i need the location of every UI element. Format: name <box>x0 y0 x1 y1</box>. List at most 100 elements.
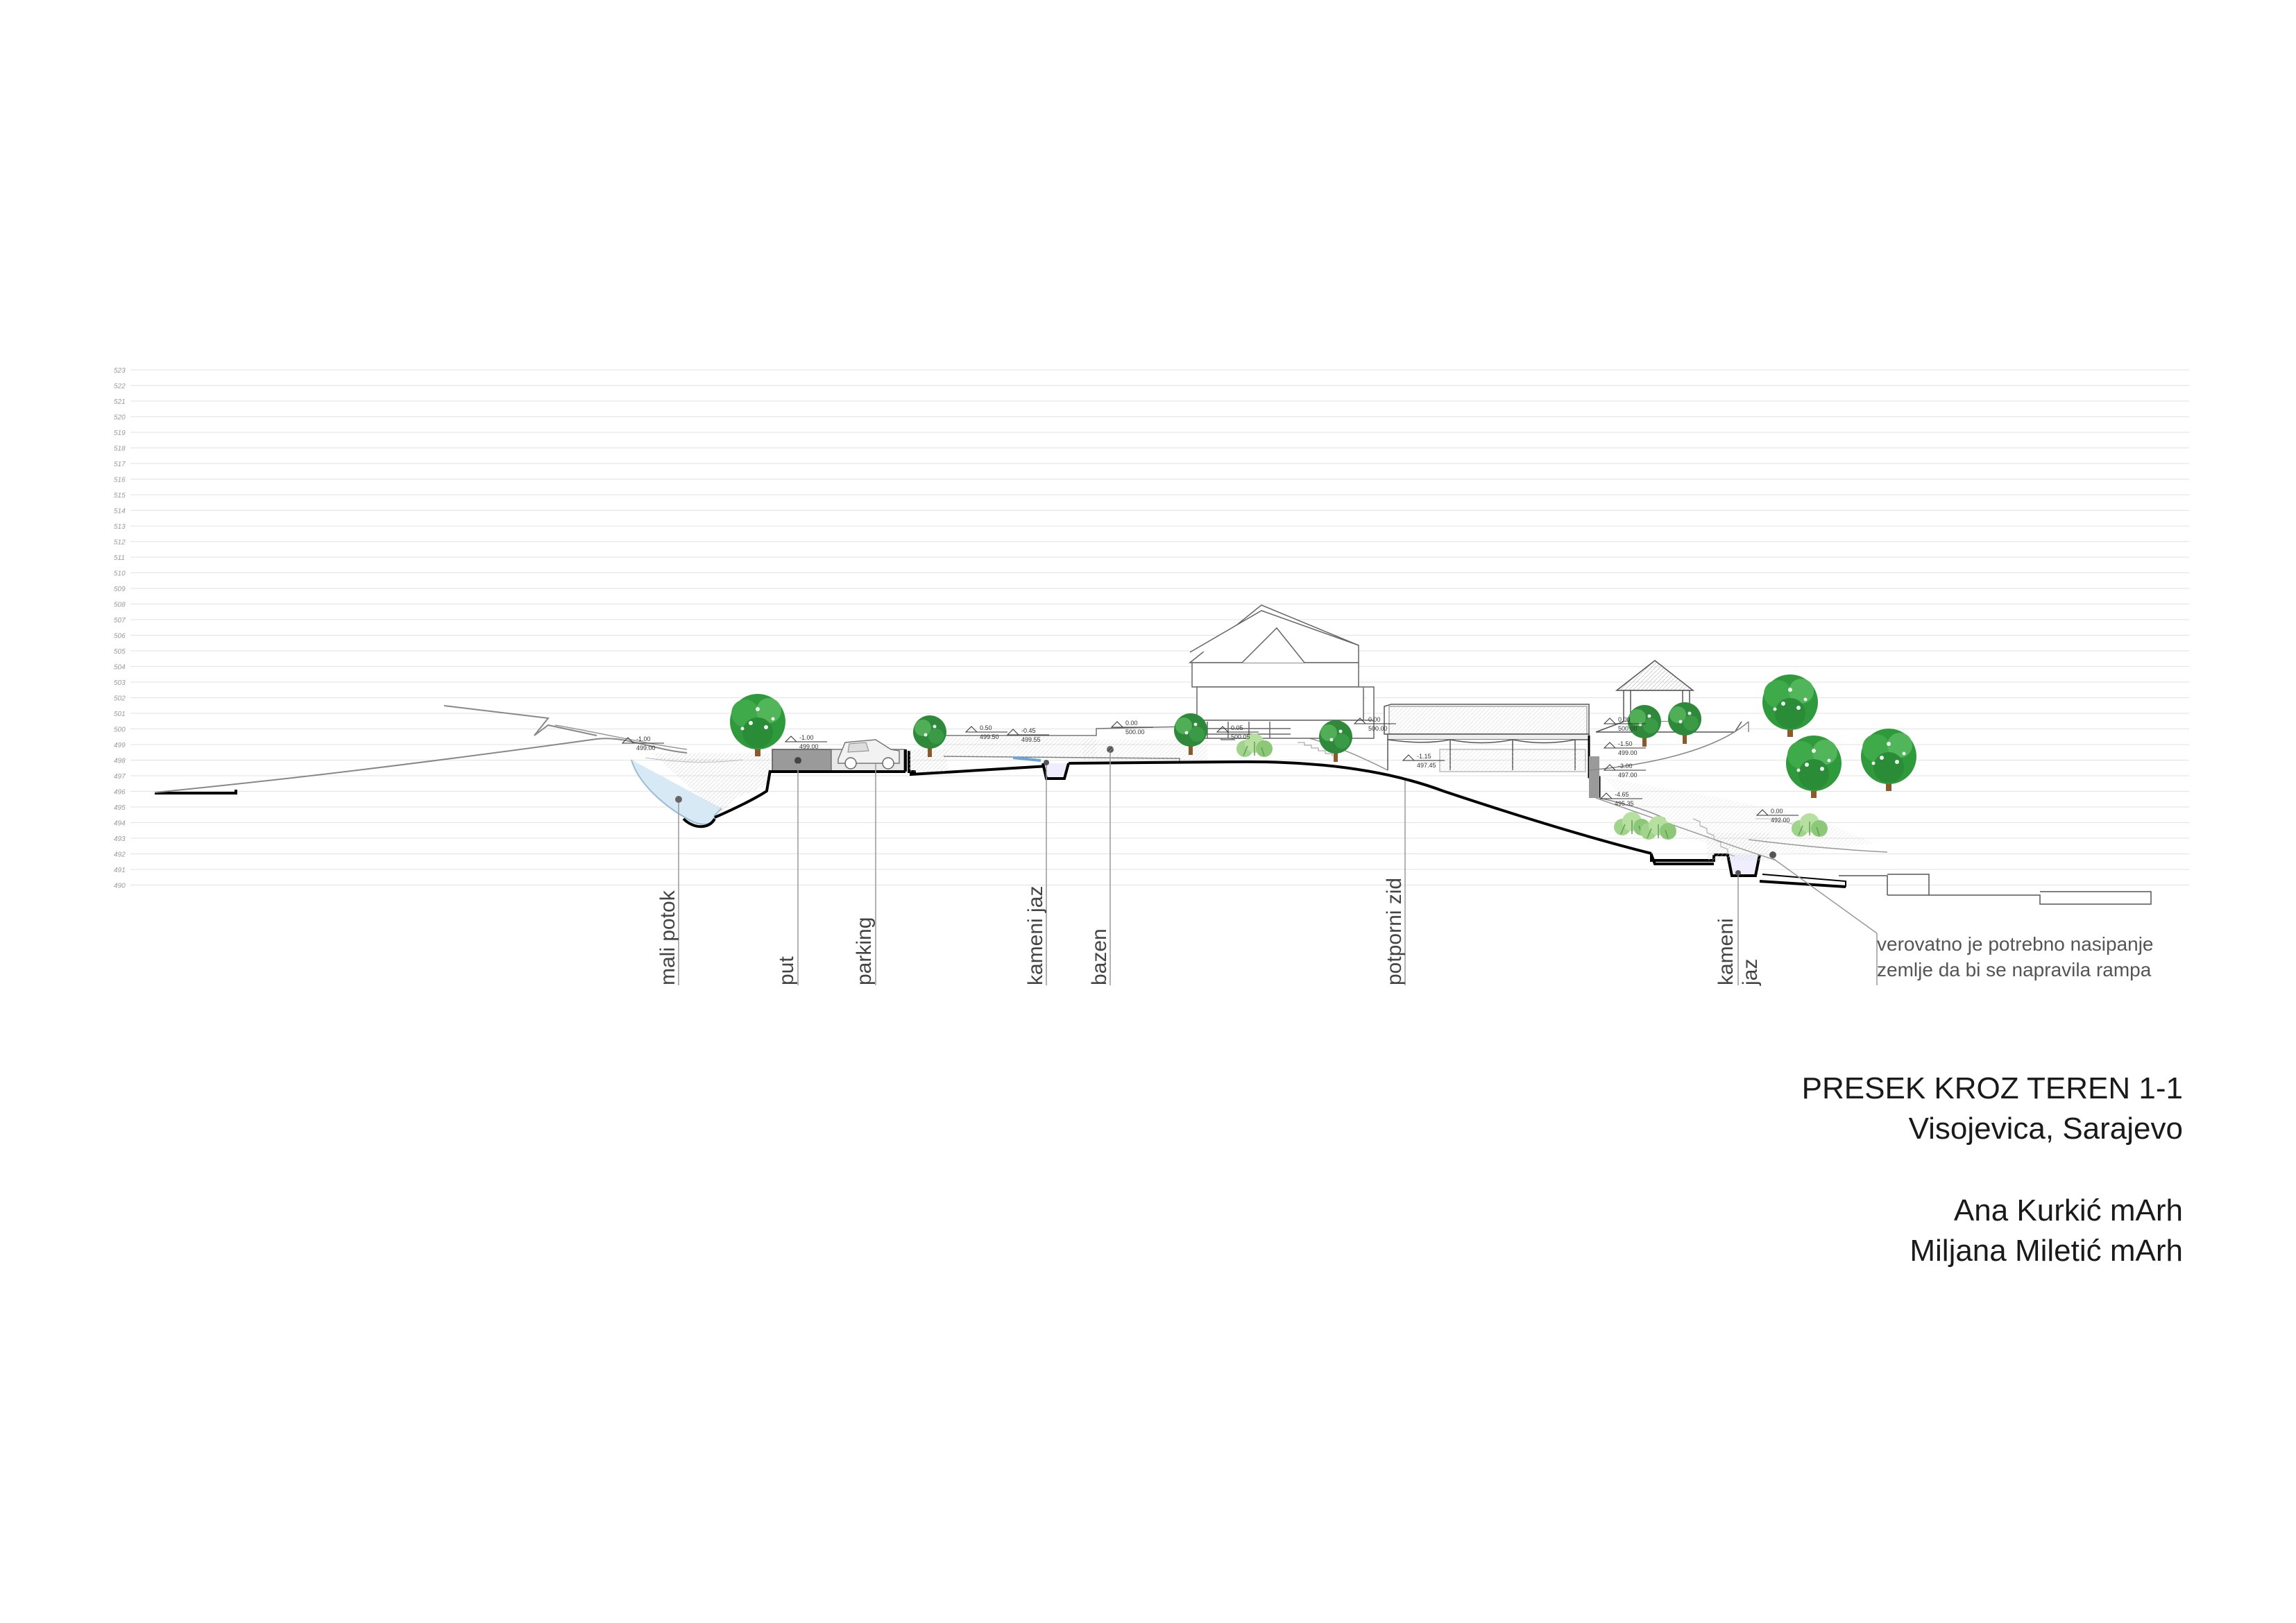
elevation-tick-label: 506 <box>114 633 126 640</box>
elevation-mark: -4.65 495.35 <box>1599 791 1642 807</box>
elevation-tick-label: 492 <box>114 851 126 859</box>
elevation-tick-label: 508 <box>114 602 126 609</box>
elevation-tick-label: 509 <box>114 586 126 593</box>
svg-text:500.05: 500.05 <box>1231 733 1250 740</box>
svg-text:497.00: 497.00 <box>1618 772 1638 779</box>
road-and-parking <box>770 739 907 773</box>
note-line-1: verovatno je potrebno nasipanje <box>1877 933 2154 955</box>
svg-text:500.00: 500.00 <box>1618 725 1638 732</box>
elevation-tick-label: 500 <box>114 726 126 734</box>
drawing-title: PRESEK KROZ TEREN 1-1 <box>1801 1071 2183 1105</box>
elevation-mark: -1.15 497.45 <box>1402 753 1445 769</box>
svg-text:-0.45: -0.45 <box>1021 727 1036 734</box>
terrain-right <box>1443 721 2152 905</box>
label-parking: parking <box>853 917 876 985</box>
elevation-tick-label: 511 <box>114 554 125 562</box>
elevation-mark: 0.50 499.50 <box>964 724 1007 740</box>
label-potporni-zid: potporni zid <box>1383 878 1406 985</box>
elevation-tick-label: 502 <box>114 695 126 703</box>
elevation-tick-label: 497 <box>114 773 126 781</box>
elevation-tick-label: 519 <box>114 430 126 437</box>
elevation-tick-label: 495 <box>114 804 126 812</box>
terrain-left <box>154 705 688 794</box>
elevation-tick-label: 501 <box>114 711 126 718</box>
svg-text:0.50: 0.50 <box>980 724 992 731</box>
svg-text:495.35: 495.35 <box>1615 800 1634 807</box>
elevation-mark: -3.00 497.00 <box>1603 763 1646 779</box>
title-block: PRESEK KROZ TEREN 1-1 Visojevica, Saraje… <box>1802 1069 2183 1271</box>
elevation-tick-label: 504 <box>114 664 126 672</box>
svg-text:-1.50: -1.50 <box>1618 740 1633 747</box>
elevation-tick-label: 514 <box>114 508 126 516</box>
label-leaders <box>678 753 1878 985</box>
tree-icon <box>1761 673 1819 738</box>
elevation-tick-label: 505 <box>114 648 126 656</box>
elevation-mark: 0.00 500.00 <box>1110 720 1153 736</box>
elevation-mark: 0.00 500.00 <box>1353 716 1396 732</box>
svg-text:0.00: 0.00 <box>1618 716 1631 723</box>
pergola-outline <box>1384 704 1590 772</box>
svg-text:-1.00: -1.00 <box>799 734 814 741</box>
elevation-mark: -1.50 499.00 <box>1603 740 1646 756</box>
elevation-mark: 0.00 500.00 <box>1603 716 1646 732</box>
tree-icon <box>729 692 787 758</box>
elevation-tick-label: 522 <box>114 383 126 391</box>
elevation-tick-label: 499 <box>114 742 126 749</box>
svg-text:499.00: 499.00 <box>636 745 656 751</box>
svg-text:499.55: 499.55 <box>1021 736 1041 743</box>
svg-text:497.45: 497.45 <box>1417 762 1436 769</box>
label-mali-potok: mali potok <box>656 890 679 985</box>
label-kameni-jaz: kameni jaz <box>1024 886 1047 985</box>
svg-text:0.00: 0.00 <box>1771 808 1783 815</box>
elevation-tick-label: 498 <box>114 758 126 765</box>
svg-text:-1.15: -1.15 <box>1417 753 1431 760</box>
tree-icon <box>1319 720 1352 762</box>
elevation-tick-label: 520 <box>114 414 126 422</box>
elevation-tick-label: 523 <box>114 367 126 375</box>
stream-channel <box>631 753 772 829</box>
svg-text:0.00: 0.00 <box>1368 716 1381 723</box>
tree-icon <box>1860 727 1918 792</box>
elevation-tick-label: 490 <box>114 883 126 890</box>
section-labels: mali potok put parking kameni jaz bazen … <box>656 878 1762 986</box>
elevation-tick-label: 517 <box>114 461 126 468</box>
author-1: Ana Kurkić mArh <box>1953 1193 2183 1227</box>
label-kameni-jaz-2b: jaz <box>1739 959 1762 986</box>
elevation-tick-label: 512 <box>114 539 126 547</box>
drawing-location: Visojevica, Sarajevo <box>1908 1112 2183 1146</box>
svg-text:-3.00: -3.00 <box>1618 763 1633 770</box>
label-bazen: bazen <box>1088 928 1111 985</box>
elevation-tick-label: 516 <box>114 477 126 484</box>
elevation-tick-label: 515 <box>114 492 126 500</box>
svg-text:0.05: 0.05 <box>1231 724 1243 731</box>
elevation-mark: -0.45 499.55 <box>1006 727 1049 743</box>
elevation-tick-label: 493 <box>114 835 126 843</box>
elevation-grid <box>130 369 2189 886</box>
elevation-mark: 0.05 500.05 <box>1216 724 1259 740</box>
elevation-tick-labels: 5235225215205195185175165155145135125115… <box>114 367 126 890</box>
tree-icon <box>1785 734 1843 799</box>
elevation-tick-label: 510 <box>114 570 126 578</box>
elevation-tick-label: 496 <box>114 789 126 797</box>
house-outline <box>1188 604 1375 739</box>
svg-text:-1.00: -1.00 <box>636 736 651 742</box>
elevation-tick-label: 518 <box>114 445 126 453</box>
svg-text:492.00: 492.00 <box>1771 817 1790 824</box>
svg-text:500.00: 500.00 <box>1368 725 1388 732</box>
elevation-tick-label: 491 <box>114 867 126 874</box>
svg-text:499.00: 499.00 <box>1618 749 1638 756</box>
svg-text:499.50: 499.50 <box>980 733 999 740</box>
elevation-tick-label: 521 <box>114 398 126 406</box>
svg-text:-4.65: -4.65 <box>1615 791 1629 798</box>
svg-text:500.00: 500.00 <box>1125 729 1145 736</box>
author-2: Miljana Miletić mArh <box>1910 1234 2183 1268</box>
elevation-marks: -1.00 499.00 -1.00 499.00 0.50 499.50 -0.45 499… <box>621 716 1798 824</box>
label-put: put <box>775 956 798 985</box>
ramp-note: verovatno je potrebno nasipanje zemlje d… <box>1877 933 2154 980</box>
note-line-2: zemlje da bi se napravila rampa <box>1877 959 2152 980</box>
svg-text:0.00: 0.00 <box>1125 720 1138 726</box>
car-icon <box>837 739 900 770</box>
svg-text:499.00: 499.00 <box>799 743 819 750</box>
elevation-tick-label: 503 <box>114 679 126 687</box>
